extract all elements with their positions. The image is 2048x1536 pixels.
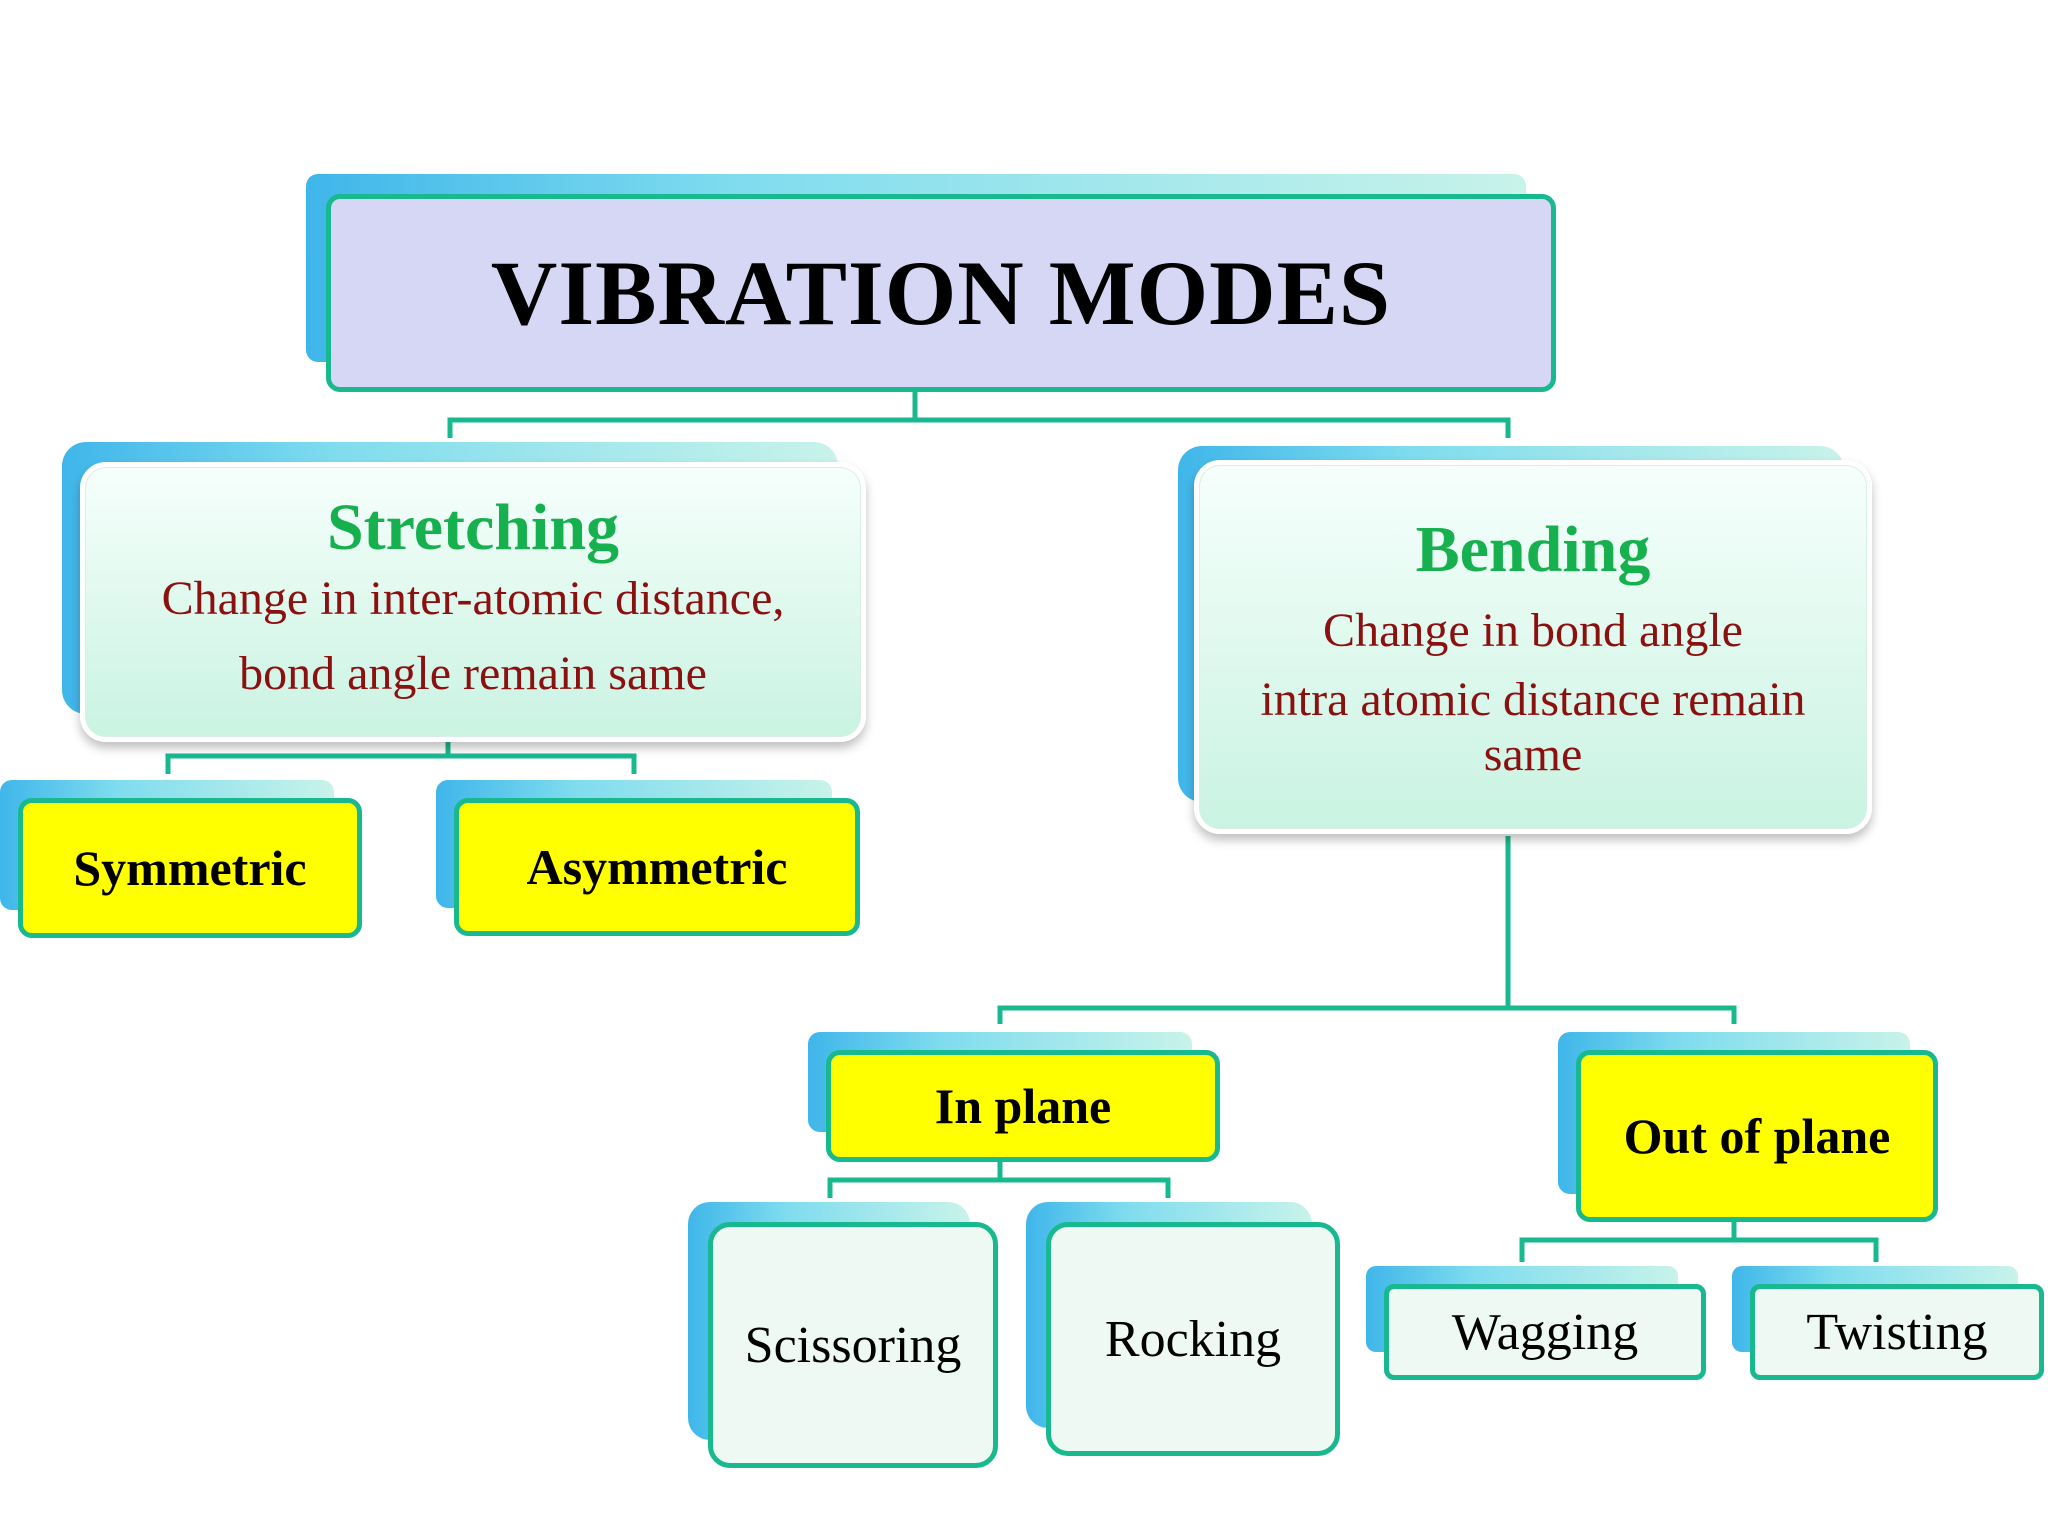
symmetric-label: Symmetric bbox=[73, 840, 307, 896]
out-of-plane-node: Out of plane bbox=[1558, 1032, 1940, 1224]
bending-title: Bending bbox=[1415, 512, 1651, 586]
root-node: VIBRATION MODES bbox=[306, 174, 1556, 392]
in-plane-box: In plane bbox=[826, 1050, 1220, 1162]
rocking-box: Rocking bbox=[1046, 1222, 1340, 1456]
diagram-title: VIBRATION MODES bbox=[490, 242, 1392, 344]
in-plane-node: In plane bbox=[808, 1032, 1222, 1164]
scissoring-node: Scissoring bbox=[688, 1202, 1000, 1470]
symmetric-box: Symmetric bbox=[18, 798, 362, 938]
asymmetric-node: Asymmetric bbox=[436, 780, 862, 938]
bending-desc-line3: same bbox=[1483, 728, 1583, 782]
scissoring-label: Scissoring bbox=[744, 1316, 962, 1374]
twisting-node: Twisting bbox=[1732, 1266, 2046, 1382]
out-of-plane-label: Out of plane bbox=[1623, 1108, 1891, 1164]
twisting-label: Twisting bbox=[1806, 1303, 1988, 1361]
bending-desc-line2: intra atomic distance remain bbox=[1260, 672, 1806, 726]
connector-stretching-symmetric bbox=[165, 740, 451, 774]
stretching-node: Stretching Change in inter-atomic distan… bbox=[60, 442, 868, 744]
twisting-box: Twisting bbox=[1750, 1284, 2044, 1380]
symmetric-node: Symmetric bbox=[0, 780, 364, 940]
stretching-desc-line2: bond angle remain same bbox=[239, 646, 707, 700]
rocking-label: Rocking bbox=[1104, 1310, 1282, 1368]
connector-root-bending bbox=[915, 417, 1511, 438]
out-of-plane-box: Out of plane bbox=[1576, 1050, 1938, 1222]
connector-stretching-asymmetric bbox=[448, 753, 637, 774]
asymmetric-label: Asymmetric bbox=[526, 839, 788, 895]
stretching-box: Stretching Change in inter-atomic distan… bbox=[80, 462, 866, 742]
connector-outofplane-wagging bbox=[1519, 1220, 1737, 1262]
wagging-node: Wagging bbox=[1366, 1266, 1708, 1382]
stretching-title: Stretching bbox=[326, 490, 620, 564]
wagging-label: Wagging bbox=[1451, 1303, 1639, 1361]
connector-inplane-rocking bbox=[1000, 1177, 1171, 1198]
bending-box: Bending Change in bond angle intra atomi… bbox=[1194, 460, 1872, 834]
rocking-node: Rocking bbox=[1026, 1202, 1342, 1458]
asymmetric-box: Asymmetric bbox=[454, 798, 860, 936]
stretching-desc-line1: Change in inter-atomic distance, bbox=[161, 572, 785, 626]
scissoring-box: Scissoring bbox=[708, 1222, 998, 1468]
connector-outofplane-twisting bbox=[1734, 1237, 1879, 1262]
wagging-box: Wagging bbox=[1384, 1284, 1706, 1380]
bending-desc-line1: Change in bond angle bbox=[1323, 604, 1743, 658]
connector-root-stretching bbox=[447, 390, 918, 438]
connector-bending-outofplane bbox=[1508, 1005, 1737, 1024]
connector-bending-inplane bbox=[997, 836, 1511, 1024]
bending-node: Bending Change in bond angle intra atomi… bbox=[1176, 446, 1874, 838]
connector-inplane-scissoring bbox=[827, 1162, 1003, 1198]
root-title-box: VIBRATION MODES bbox=[326, 194, 1556, 392]
in-plane-label: In plane bbox=[934, 1078, 1112, 1134]
